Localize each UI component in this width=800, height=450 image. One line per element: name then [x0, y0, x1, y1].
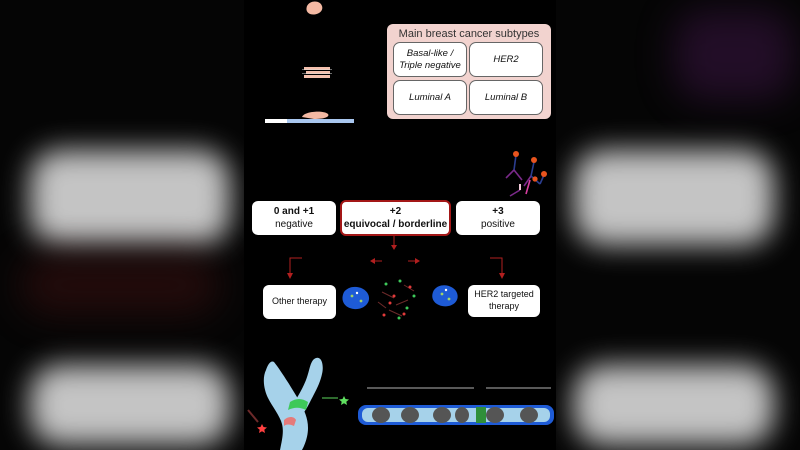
therapy-her2-targeted: HER2 targeted therapy [468, 285, 540, 317]
score-positive-label: positive [481, 219, 515, 230]
chromosome-icon [263, 357, 323, 450]
diagram-artwork [247, 1, 554, 450]
probe-star-green-icon [322, 396, 349, 405]
blurred-background-right [554, 0, 800, 450]
diagram-panel: Main breast cancer subtypes Basal-like /… [244, 0, 556, 450]
tissue-slices-icon [302, 67, 332, 78]
blurred-background-left [0, 0, 244, 450]
antibody-cluster-icon [505, 151, 547, 197]
score-equivocal: +2 equivocal / borderline [340, 200, 451, 236]
microscope-slide-icon [265, 111, 354, 123]
therapy-other: Other therapy [263, 285, 336, 319]
subtype-her2: HER2 [469, 42, 543, 77]
score-positive-value: +3 [492, 206, 504, 217]
subtypes-box: Main breast cancer subtypes Basal-like /… [387, 24, 551, 119]
subtype-luminal-b: Luminal B [469, 80, 543, 115]
score-equivocal-label: equivocal / borderline [343, 219, 448, 230]
tissue-sample-icon [306, 1, 323, 15]
fish-signals-icon [377, 279, 416, 320]
score-equivocal-value: +2 [389, 206, 402, 217]
probe-star-red-icon [247, 409, 267, 433]
subtypes-title: Main breast cancer subtypes [398, 28, 540, 40]
score-negative-value: 0 and +1 [273, 206, 315, 217]
cancer-cell-right-icon [432, 285, 458, 307]
cancer-cell-left-icon [342, 286, 370, 310]
subtype-luminal-a: Luminal A [393, 80, 467, 115]
flow-arrows [287, 236, 505, 279]
score-negative-label: negative [275, 219, 313, 230]
score-positive: +3 positive [456, 201, 540, 235]
subtype-basal-like: Basal-like / Triple negative [393, 42, 467, 77]
score-negative: 0 and +1 negative [252, 201, 336, 235]
gene-locus-bar-icon [358, 387, 554, 425]
